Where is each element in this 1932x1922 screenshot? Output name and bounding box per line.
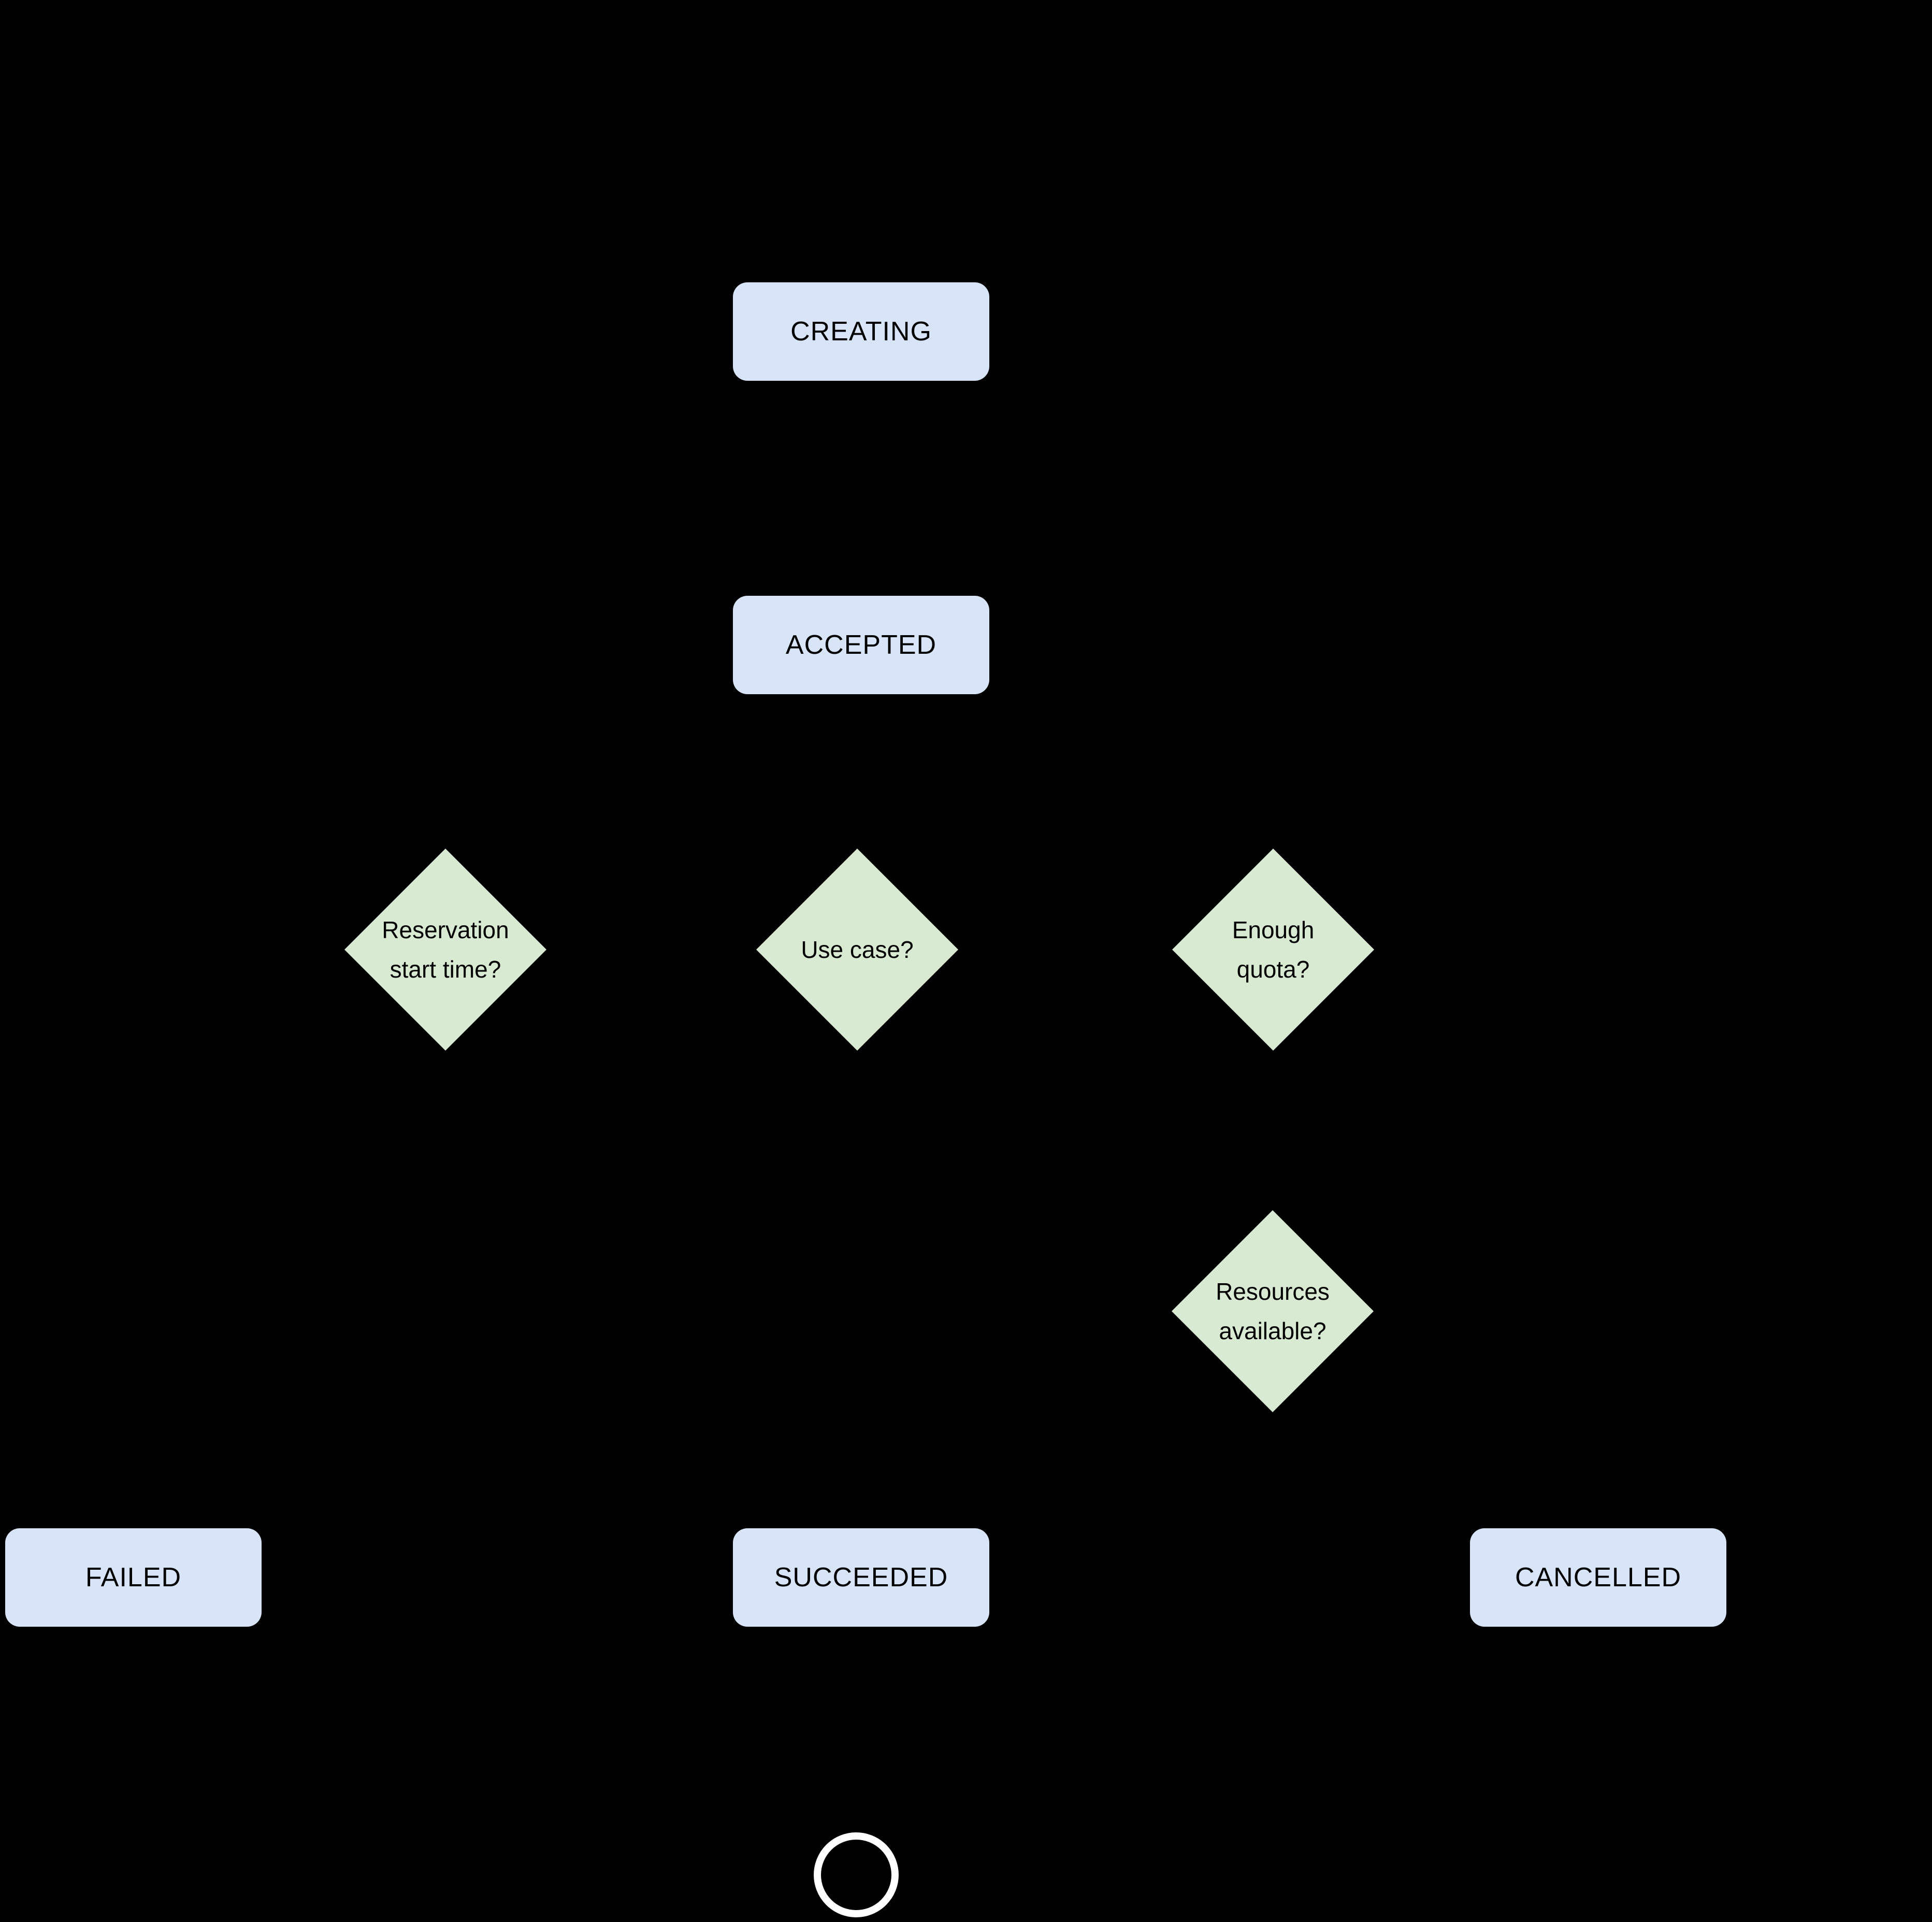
decision-node-use-case: Use case?: [756, 849, 958, 1051]
decision-label-enough-quota: Enough quota?: [1232, 916, 1315, 983]
decision-label-reservation-start-time: Reservation start time?: [382, 916, 509, 983]
state-node-succeeded: SUCCEEDED: [733, 1528, 989, 1627]
decision-node-enough-quota: Enough quota?: [1172, 849, 1374, 1051]
state-node-creating: CREATING: [733, 282, 989, 381]
decision-node-reservation-start-time: Reservation start time?: [344, 849, 546, 1051]
decision-label-use-case: Use case?: [801, 936, 914, 963]
state-node-accepted: ACCEPTED: [733, 596, 989, 694]
state-label-cancelled: CANCELLED: [1515, 1562, 1682, 1593]
state-label-creating: CREATING: [790, 317, 932, 347]
decision-node-resources-available: Resources available?: [1172, 1210, 1374, 1412]
final-state-icon: [814, 1832, 899, 1917]
state-label-failed: FAILED: [85, 1562, 182, 1593]
decision-label-resources-available: Resources available?: [1216, 1278, 1330, 1344]
state-label-succeeded: SUCCEEDED: [774, 1562, 948, 1593]
state-node-failed: FAILED: [5, 1528, 262, 1627]
state-label-accepted: ACCEPTED: [785, 630, 937, 660]
state-node-cancelled: CANCELLED: [1470, 1528, 1726, 1627]
